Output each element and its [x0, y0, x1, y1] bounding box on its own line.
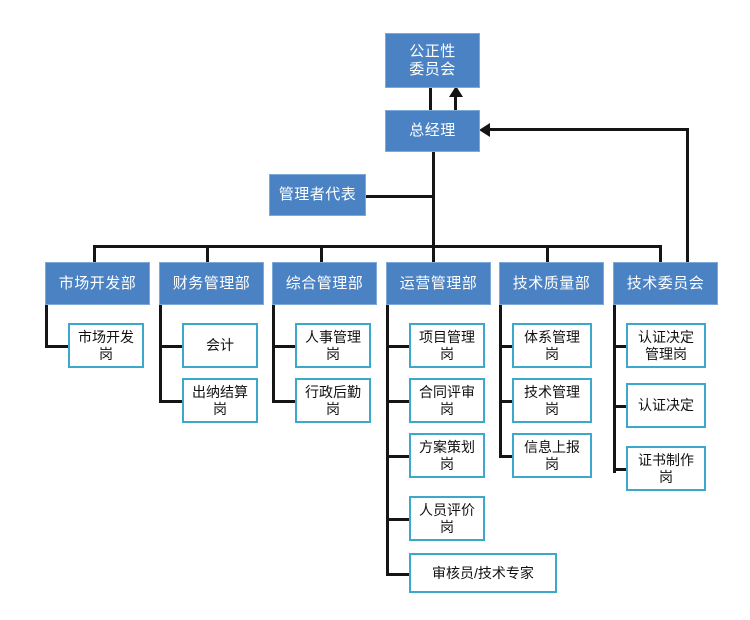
- edge-stub-tech-committee-2: [613, 405, 626, 408]
- edge-stub-tech-committee-1: [613, 345, 626, 348]
- edge-stub-finance-2: [159, 400, 182, 403]
- edge-drop-market-dev: [93, 245, 96, 262]
- node-post-information-reporting[interactable]: 信息上报 岗: [512, 433, 592, 478]
- edge-trunk-general-admin: [272, 305, 275, 403]
- node-post-hr-management[interactable]: 人事管理 岗: [295, 323, 371, 368]
- edge-gm-trunk: [432, 152, 435, 246]
- node-post-project-management[interactable]: 项目管理 岗: [409, 323, 485, 368]
- node-label: 管理者代表: [278, 186, 357, 204]
- edge-stub-tech-committee-3: [613, 468, 626, 471]
- node-label: 运营管理部: [399, 274, 478, 292]
- node-department-market-dev[interactable]: 市场开发部: [45, 262, 150, 305]
- edge-gm-to-management-rep: [366, 195, 435, 198]
- node-post-market-dev[interactable]: 市场开发 岗: [68, 323, 144, 368]
- node-post-system-management[interactable]: 体系管理 岗: [512, 323, 592, 368]
- node-department-operations[interactable]: 运营管理部: [386, 262, 491, 305]
- node-general-manager[interactable]: 总经理: [385, 110, 480, 152]
- edge-trunk-market-dev: [45, 305, 48, 348]
- node-label: 合同评审 岗: [419, 384, 475, 417]
- edge-stub-general-admin-2: [272, 400, 295, 403]
- node-label: 证书制作 岗: [638, 452, 694, 485]
- node-label: 会计: [206, 337, 234, 354]
- node-label: 方案策划 岗: [419, 439, 475, 472]
- node-post-cashier-settlement[interactable]: 出纳结算 岗: [182, 378, 258, 423]
- node-label: 公正性 委员会: [409, 43, 456, 78]
- node-label: 总经理: [409, 122, 456, 140]
- node-label: 信息上报 岗: [524, 439, 580, 472]
- node-label: 项目管理 岗: [419, 329, 475, 362]
- node-label: 市场开发部: [58, 274, 137, 292]
- node-department-general-admin[interactable]: 综合管理部: [272, 262, 377, 305]
- node-post-certificate-production[interactable]: 证书制作 岗: [626, 446, 706, 491]
- edge-stub-operations-4: [386, 518, 409, 521]
- node-label: 综合管理部: [285, 274, 364, 292]
- node-department-tech-committee[interactable]: 技术委员会: [613, 262, 718, 305]
- node-post-certification-decision[interactable]: 认证决定: [626, 383, 706, 428]
- edge-trunk-tech-committee: [613, 305, 616, 473]
- edge-drop-finance: [206, 245, 209, 262]
- node-label: 认证决定: [638, 397, 694, 414]
- edge-stub-operations-1: [386, 345, 409, 348]
- arrow-left-icon: [479, 123, 490, 137]
- edge-tech-committee-feedback-horizontal: [489, 128, 689, 131]
- edge-drop-tech-committee: [659, 245, 662, 262]
- edge-tech-committee-feedback-vertical: [686, 128, 689, 264]
- edge-drop-operations: [432, 245, 435, 262]
- node-department-finance[interactable]: 财务管理部: [159, 262, 264, 305]
- node-label: 出纳结算 岗: [192, 384, 248, 417]
- node-label: 人事管理 岗: [305, 329, 361, 362]
- edge-drop-general-admin: [320, 245, 323, 262]
- edge-trunk-operations: [386, 305, 389, 575]
- edge-stub-market-dev-1: [45, 345, 68, 348]
- edge-stub-operations-5: [386, 573, 409, 576]
- node-management-representative[interactable]: 管理者代表: [269, 174, 366, 216]
- arrow-up-icon: [449, 86, 463, 97]
- node-label: 技术质量部: [512, 274, 591, 292]
- edge-gm-to-committee-arrow-stem: [454, 96, 457, 110]
- node-post-scheme-planning[interactable]: 方案策划 岗: [409, 433, 485, 478]
- edge-stub-tech-quality-3: [499, 455, 512, 458]
- edge-trunk-finance: [159, 305, 162, 403]
- edge-drop-tech-quality: [546, 245, 549, 262]
- node-label: 人员评价 岗: [419, 502, 475, 535]
- node-label: 技术管理 岗: [524, 384, 580, 417]
- node-post-technical-management[interactable]: 技术管理 岗: [512, 378, 592, 423]
- node-post-admin-logistics[interactable]: 行政后勤 岗: [295, 378, 371, 423]
- node-department-tech-quality[interactable]: 技术质量部: [499, 262, 604, 305]
- edge-trunk-tech-quality: [499, 305, 502, 458]
- node-post-contract-review[interactable]: 合同评审 岗: [409, 378, 485, 423]
- node-post-accounting[interactable]: 会计: [182, 323, 258, 368]
- edge-stub-tech-quality-2: [499, 400, 512, 403]
- node-label: 市场开发 岗: [78, 329, 134, 362]
- node-label: 认证决定 管理岗: [638, 329, 694, 362]
- edge-gm-to-committee-plain: [429, 88, 432, 110]
- node-post-auditor-tech-expert[interactable]: 审核员/技术专家: [409, 553, 557, 593]
- edge-stub-finance-1: [159, 345, 182, 348]
- edge-stub-tech-quality-1: [499, 345, 512, 348]
- edge-stub-general-admin-1: [272, 345, 295, 348]
- node-label: 行政后勤 岗: [305, 384, 361, 417]
- node-label: 财务管理部: [172, 274, 251, 292]
- node-impartiality-committee[interactable]: 公正性 委员会: [385, 33, 480, 88]
- edge-stub-operations-2: [386, 400, 409, 403]
- edge-stub-operations-3: [386, 455, 409, 458]
- node-label: 技术委员会: [626, 274, 705, 292]
- node-post-personnel-evaluation[interactable]: 人员评价 岗: [409, 496, 485, 541]
- node-label: 体系管理 岗: [524, 329, 580, 362]
- node-post-certification-decision-management[interactable]: 认证决定 管理岗: [626, 323, 706, 368]
- node-label: 审核员/技术专家: [432, 564, 534, 581]
- department-distributor-bar: [93, 245, 661, 248]
